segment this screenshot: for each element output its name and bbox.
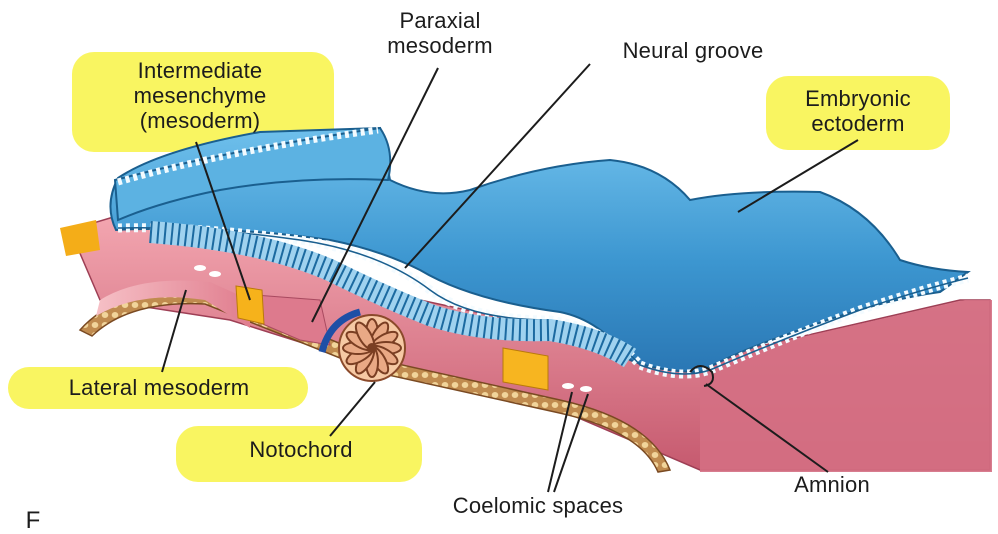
intermediate-block-left <box>236 286 264 324</box>
embryo-diagram: Paraxial mesoderm Neural groove Intermed… <box>0 0 998 523</box>
label-amnion: Amnion <box>762 472 902 497</box>
label-embryonic-ectoderm: Embryonic ectoderm <box>768 86 948 136</box>
coelom-dot <box>194 265 206 271</box>
intermediate-block-right <box>503 348 548 390</box>
intermediate-block-back <box>60 220 100 256</box>
corner-mark: F <box>18 508 48 533</box>
coelom-dot <box>209 271 221 277</box>
coelom-dot <box>562 383 574 389</box>
label-coelomic-spaces: Coelomic spaces <box>388 493 688 518</box>
label-lateral-mesoderm: Lateral mesoderm <box>10 375 308 400</box>
label-paraxial-mesoderm: Paraxial mesoderm <box>360 8 520 58</box>
label-neural-groove: Neural groove <box>588 38 798 63</box>
leader-notochord <box>330 382 375 436</box>
notochord <box>339 315 405 381</box>
label-intermediate-mesenchyme: Intermediate mesenchyme (mesoderm) <box>80 58 320 133</box>
coelom-dot <box>580 386 592 392</box>
label-notochord: Notochord <box>196 437 406 462</box>
